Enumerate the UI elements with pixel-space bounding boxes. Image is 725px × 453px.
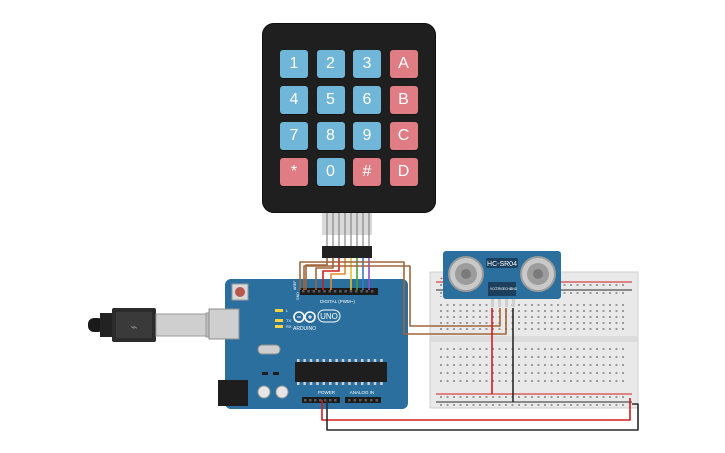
arduino-uno-board: AREF GND DIGITAL (PWM~) ARDUINO UNO L TX… [208,279,408,409]
board-power-label: POWER [318,390,336,395]
sensor-pin-trig: TRIG [496,287,504,291]
hc-sr04-sensor: HC-SR04 VCC TRIG ECHO GND [443,251,561,307]
key-6[interactable]: 6 [353,86,381,114]
arduino-logo [293,311,316,323]
led-tx-label: TX [286,318,291,323]
usb-cable: ⌁ [88,308,229,342]
key-c[interactable]: C [389,122,418,150]
wire-keypad-2 [315,258,334,290]
sensor-model-label: HC-SR04 [487,261,517,268]
svg-text:⌁: ⌁ [130,320,137,334]
keypad-ribbon [322,213,372,258]
key-d[interactable]: D [389,158,418,186]
wire-keypad-3 [322,258,340,290]
wire-5v [321,398,631,421]
board-digital-label: DIGITAL (PWM~) [320,299,355,304]
board-gnd-label: GND [296,292,300,300]
key-star[interactable]: * [280,158,308,186]
board-analog-label: ANALOG IN [350,390,375,395]
led-rx-label: RX [286,324,292,329]
sensor-pin-vcc: VCC [490,287,497,291]
sensor-pin-gnd: GND [510,287,518,291]
sensor-pin-echo: ECHO [503,287,513,291]
board-model: UNO [320,312,338,321]
key-2[interactable]: 2 [316,50,345,78]
key-9[interactable]: 9 [353,122,381,150]
board-aref-label: AREF [293,281,297,290]
wire-gnd [326,400,639,431]
key-1[interactable]: 1 [280,50,308,78]
board-brand: ARDUINO [293,326,316,332]
key-hash[interactable]: # [353,158,381,186]
svg-text:+: + [440,276,443,282]
led-l-label: L [286,308,289,313]
key-0[interactable]: 0 [316,158,345,186]
key-a[interactable]: A [389,50,418,78]
key-5[interactable]: 5 [316,86,345,114]
wires [299,258,639,431]
key-8[interactable]: 8 [316,122,345,150]
key-7[interactable]: 7 [280,122,308,150]
key-4[interactable]: 4 [280,86,308,114]
svg-text:-: - [440,294,442,300]
key-3[interactable]: 3 [353,50,381,78]
key-b[interactable]: B [389,86,418,114]
wire-trig [303,265,501,327]
wire-echo [299,261,507,335]
